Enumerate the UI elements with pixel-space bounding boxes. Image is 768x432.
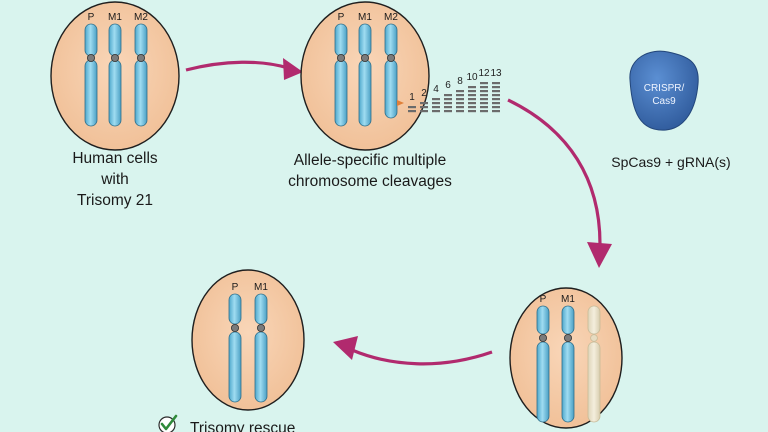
label-p: P (338, 12, 345, 23)
label-m1: M1 (561, 294, 575, 305)
fragment-bar (456, 94, 464, 97)
fragment-bar (444, 102, 452, 105)
fragment-bar (480, 106, 488, 109)
label-m1: M1 (358, 12, 372, 23)
label-m2: M2 (384, 12, 398, 23)
caption-reagent: SpCas9 + gRNA(s) (596, 152, 746, 173)
fragment-bar (480, 90, 488, 93)
cleavage-site-label: 6 (445, 80, 451, 91)
fragment-bar (420, 102, 428, 105)
chromosome-m2 (134, 23, 148, 127)
cleavage-site-label: 2 (421, 88, 427, 99)
fragment-bar (456, 110, 464, 113)
fragment-bar (468, 106, 476, 109)
fragment-bar (432, 102, 440, 105)
fragment-bar (456, 90, 464, 93)
label-p: P (88, 12, 95, 23)
cell-trisomy: P M1 M2 (50, 1, 180, 151)
caption-line: SpCas9 + gRNA(s) (611, 154, 731, 170)
fragment-bar (492, 110, 500, 113)
fragment-bar (444, 110, 452, 113)
fragment-bar (480, 98, 488, 101)
chromosome-m2-lost (587, 305, 601, 423)
cell-cleavage: P M1 M2 (300, 1, 430, 151)
fragment-bar (456, 106, 464, 109)
cas9-label-line1: CRISPR/ (644, 83, 685, 94)
fragment-bar (444, 94, 452, 97)
fragment-bar (468, 86, 476, 89)
fragment-bar (432, 106, 440, 109)
fragment-bar (492, 90, 500, 93)
fragment-bar (408, 110, 416, 113)
chromosome-m1 (358, 23, 372, 127)
cleavage-site-label: 4 (433, 84, 439, 95)
label-p: P (232, 282, 239, 293)
cleavage-site-label: 1 (409, 92, 415, 103)
fragment-bar (420, 110, 428, 113)
caption-line: Allele-specific multiple (293, 152, 447, 169)
cell-chromosome-loss: P M1 (509, 287, 623, 429)
chromosome-p (536, 305, 550, 423)
fragment-bar (444, 106, 452, 109)
fragment-bar (492, 102, 500, 105)
fragment-bar (468, 90, 476, 93)
caption-human-cells: Human cells with Trisomy 21 (40, 148, 190, 211)
fragment-bar (492, 98, 500, 101)
fragment-bar (492, 94, 500, 97)
fragment-bar (432, 110, 440, 113)
scissor-marker (397, 100, 404, 106)
cleavage-site-label: 10 (466, 72, 478, 83)
fragment-bar (480, 110, 488, 113)
arrow-to-rescue (333, 336, 493, 366)
fragment-bar (444, 98, 452, 101)
fragment-bar (492, 86, 500, 89)
fragment-bar (420, 106, 428, 109)
label-m1: M1 (108, 12, 122, 23)
cleavage-site-label: 8 (457, 76, 463, 87)
fragment-bar (432, 98, 440, 101)
chromosome-m1 (108, 23, 122, 127)
caption-line: Trisomy 21 (76, 192, 154, 209)
caption-line: chromosome cleavages (288, 173, 452, 190)
caption-cleavages: Allele-specific multiple chromosome clea… (270, 150, 470, 192)
fragment-bar (468, 110, 476, 113)
arrow-to-loss (507, 98, 612, 268)
rescue-caption: Trisomy rescue (190, 420, 295, 432)
fragment-bar (492, 82, 500, 85)
fragment-bar (468, 94, 476, 97)
cleavage-site-label: 12 (478, 68, 490, 79)
fragment-bar (468, 102, 476, 105)
cas9-label-line2: Cas9 (652, 96, 676, 107)
fragment-bar (408, 106, 416, 109)
chromosome-p (228, 293, 242, 403)
chromosome-m1 (254, 293, 268, 403)
cell-rescued: P M1 (191, 269, 305, 411)
fragment-bar (480, 86, 488, 89)
checkmark-icon (158, 414, 178, 432)
label-p: P (540, 294, 547, 305)
chromosome-p (334, 23, 348, 127)
arrow-to-cleavage (185, 58, 303, 80)
fragment-bar (480, 82, 488, 85)
fragment-bar (480, 94, 488, 97)
crispr-cas9-icon: CRISPR/ Cas9 (629, 50, 699, 131)
label-m2: M2 (134, 12, 148, 23)
label-m1: M1 (254, 282, 268, 293)
caption-line: with (101, 171, 129, 188)
caption-line: Human cells (72, 150, 158, 167)
fragment-bar (456, 102, 464, 105)
fragment-bar (456, 98, 464, 101)
fragment-bar (468, 98, 476, 101)
chromosome-m2-cleaved (384, 23, 404, 119)
fragment-bar (480, 102, 488, 105)
chromosome-m1 (561, 305, 575, 423)
fragment-bar (492, 106, 500, 109)
chromosome-p (84, 23, 98, 127)
cleavage-site-label: 13 (490, 68, 502, 79)
